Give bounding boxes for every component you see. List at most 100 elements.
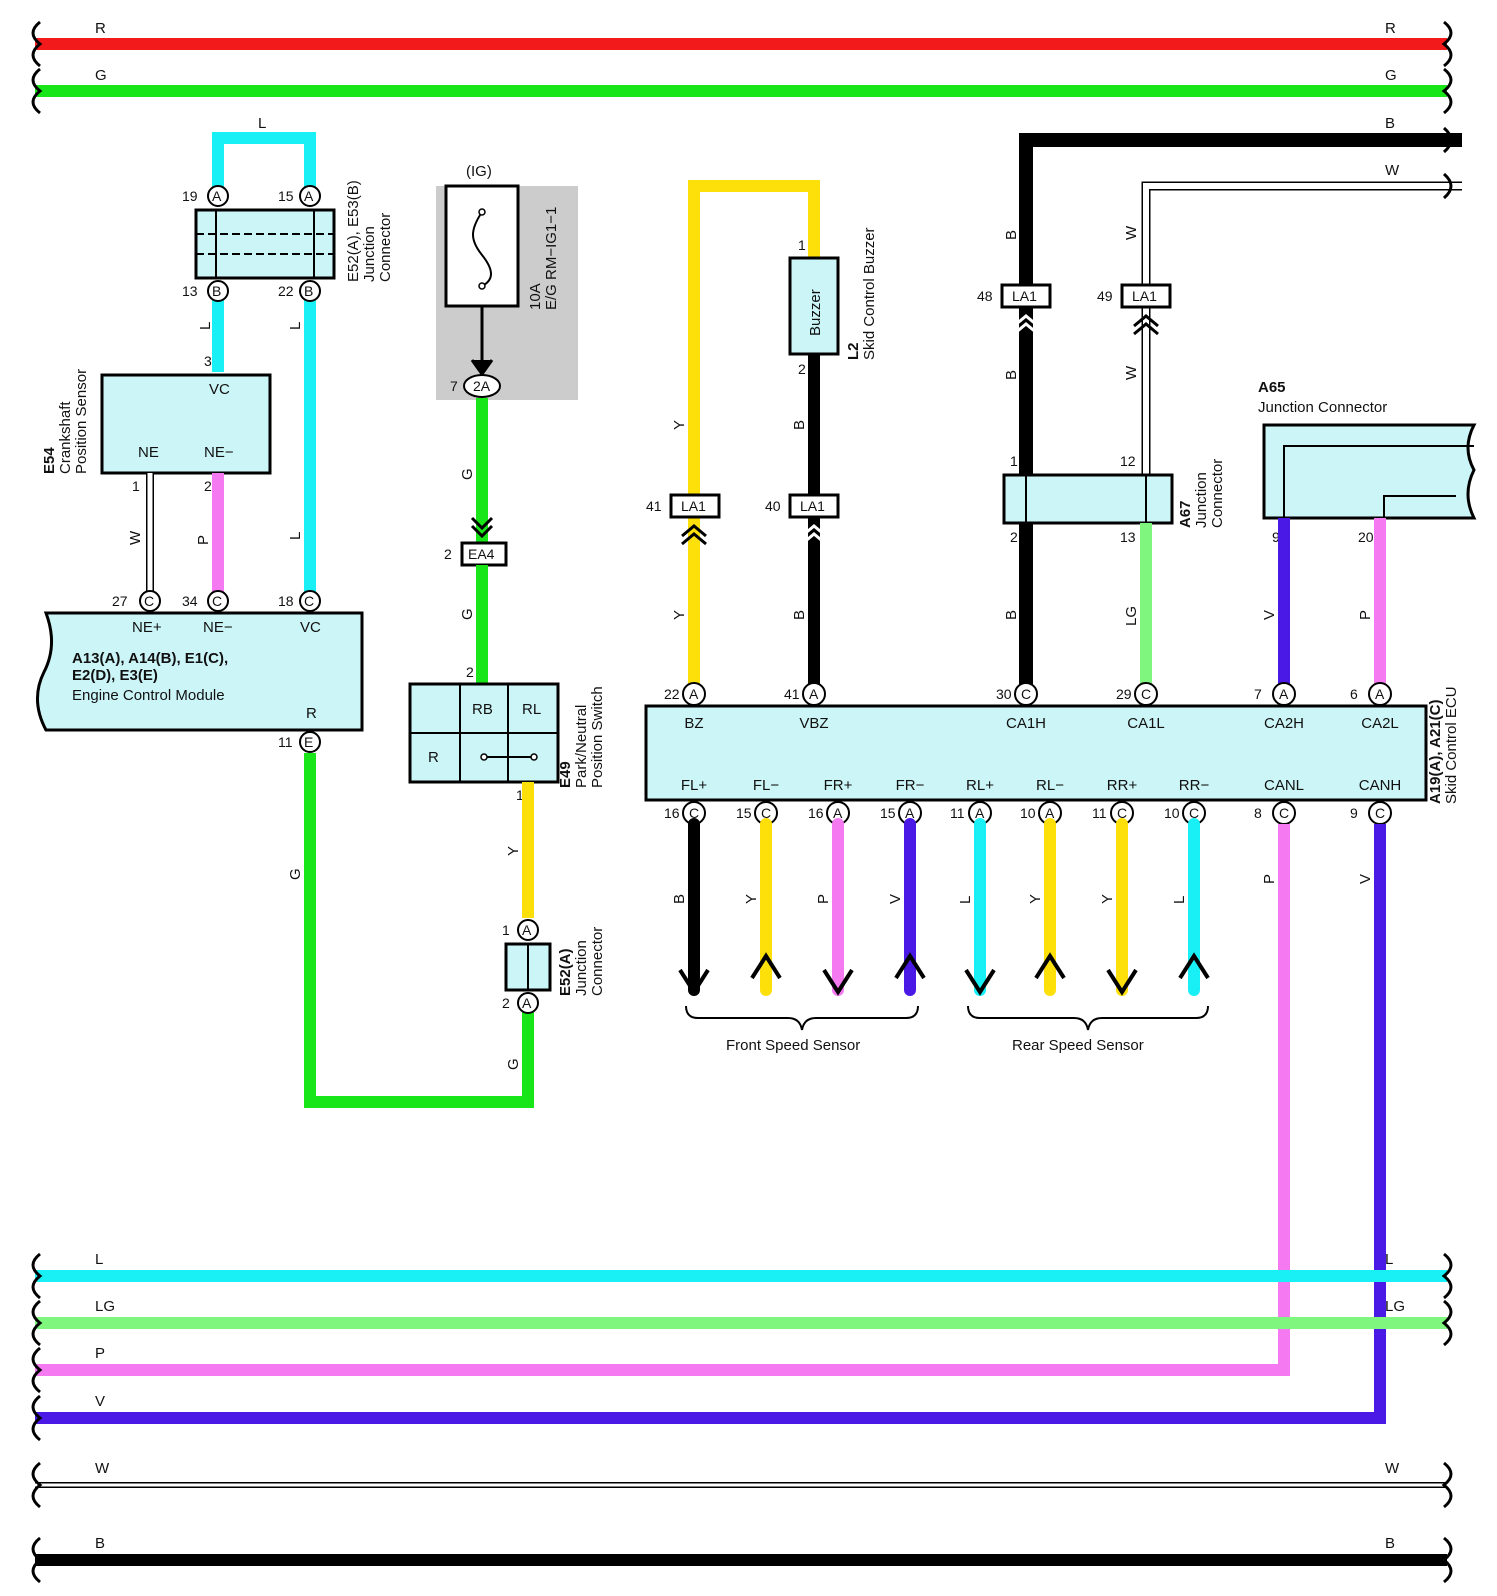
ecu-pin-conn: C <box>1141 686 1151 702</box>
pin-number: 27 <box>112 593 128 609</box>
pin-conn: A <box>304 188 314 204</box>
wire-w-a67 <box>1141 181 1462 475</box>
bus-label-left: LG <box>95 1298 115 1315</box>
wire-label-l-top: L <box>258 115 266 132</box>
e54-name1: Crankshaft <box>57 401 74 474</box>
ecu-pin-number: 15 <box>880 805 896 821</box>
pin-number: 1 <box>516 787 524 803</box>
ecu-pin-conn: A <box>1279 686 1289 702</box>
ecm-terminal-ne-plus: NE+ <box>132 619 162 636</box>
ecu-pin-conn: C <box>1021 686 1031 702</box>
pin-number: 1 <box>798 237 806 253</box>
ecu-pin-conn: A <box>689 686 699 702</box>
ecm-name: Engine Control Module <box>72 687 225 704</box>
e52-e53-name1: Junction <box>361 226 378 282</box>
ecu-pin-conn: C <box>1279 805 1289 821</box>
ecu-pin-conn: A <box>905 805 915 821</box>
ecu-terminal-name: CA2H <box>1264 715 1304 732</box>
rear-sensor-label: Rear Speed Sensor <box>1012 1037 1144 1054</box>
bus-r: R R <box>35 20 1447 50</box>
bus-label-left: L <box>95 1251 103 1268</box>
e52-e53-name2: Connector <box>377 213 394 282</box>
wire-label-lg: LG <box>1123 606 1140 626</box>
wire-b-ca1h <box>1019 133 1462 698</box>
e49-terminal-rb: RB <box>472 701 493 718</box>
fuse-source: (IG) <box>466 163 492 180</box>
wire-label-l-1: L <box>197 322 214 330</box>
ecu-pin-conn: C <box>689 805 699 821</box>
ecu-pin-number: 16 <box>808 805 824 821</box>
ecu-pin-conn: C <box>1117 805 1127 821</box>
ecm-terminal-ne-minus: NE− <box>203 619 233 636</box>
pin-number: 1 <box>132 478 140 494</box>
ecu-pin-number: 15 <box>736 805 752 821</box>
ecu-pin-conn: C <box>1189 805 1199 821</box>
wire-label-y-3: Y <box>671 610 688 620</box>
pin-number: 2 <box>204 478 212 494</box>
bus-break-mark <box>31 1536 43 1584</box>
sensor-arrow <box>1178 952 1210 980</box>
e49-terminal-rl: RL <box>522 701 541 718</box>
bus-g-label-left: G <box>95 67 107 84</box>
ecu-pin-number: 22 <box>664 686 680 702</box>
pin-number: 34 <box>182 593 198 609</box>
pin-conn: B <box>212 283 221 299</box>
connector-ea4: EA4 2 <box>444 541 508 567</box>
ecu-terminal-name: RL− <box>1036 777 1064 794</box>
bus-break-mark <box>1441 1461 1453 1509</box>
wire-label-b-3: B <box>1003 230 1020 240</box>
ecu-terminal-name: CANL <box>1264 777 1304 794</box>
ecu-terminal-name: CA2L <box>1361 715 1399 732</box>
pin-number: 20 <box>1358 529 1374 545</box>
sensor-arrow <box>1106 968 1138 996</box>
bus-r-label-left: R <box>95 20 106 37</box>
ecm-id-line1: A13(A), A14(B), E1(C), <box>72 650 228 667</box>
e52a-name2: Connector <box>589 927 606 996</box>
pin-conn: A <box>522 922 532 938</box>
ecu-pin-number: 10 <box>1164 805 1180 821</box>
pin-number: 15 <box>278 188 294 204</box>
pin-number: 22 <box>278 283 294 299</box>
sensor-arrow <box>822 968 854 996</box>
ecu-terminal-name: FL− <box>753 777 780 794</box>
wire-label-w-3: W <box>1123 365 1140 380</box>
fuse-eg-rm-ig1: 2A 7 (IG) 10A E/G RM−IG1−1 <box>436 163 578 400</box>
bus-label-left: P <box>95 1345 105 1362</box>
a65-name: Junction Connector <box>1258 399 1387 416</box>
bus-label-right: W <box>1385 1460 1400 1477</box>
pin-conn: B <box>304 283 313 299</box>
sensor-arrow <box>678 968 710 996</box>
ecu-terminal-name: VBZ <box>799 715 828 732</box>
ecu-pin-circle <box>802 682 826 706</box>
e54-terminal-ne: NE <box>138 444 159 461</box>
bus-label-right: L <box>1385 1251 1393 1268</box>
a67-name2: Connector <box>1209 459 1226 528</box>
pin-conn: C <box>212 593 222 609</box>
buzzer-inner: Buzzer <box>807 289 824 336</box>
bus-label-left: B <box>95 1535 105 1552</box>
bus-r-label-right: R <box>1385 20 1396 37</box>
sensor-wire-label: Y <box>1027 894 1044 904</box>
a67-name1: Junction <box>1193 472 1210 528</box>
la1-pin: 41 <box>646 498 662 514</box>
a65-id: A65 <box>1258 379 1286 396</box>
wire-label-y-2: Y <box>671 420 688 430</box>
pin-conn: A <box>212 188 222 204</box>
buzzer-id: L2 <box>845 342 862 360</box>
sensor-wire-label: L <box>957 896 974 904</box>
bus-break-marks <box>31 20 1453 115</box>
ecu-id: A19(A), A21(C) <box>1427 700 1444 804</box>
ecu-pin-number: 41 <box>784 686 800 702</box>
e52-e53-id: E52(A), E53(B) <box>345 180 362 282</box>
ecu-pin-number: 9 <box>1350 805 1358 821</box>
ecu-terminal-name: RR− <box>1179 777 1210 794</box>
pin-conn: E <box>304 734 313 750</box>
ecu-pin-number: 29 <box>1116 686 1132 702</box>
e49-terminal-r: R <box>428 749 439 766</box>
ecu-terminal-name: FL+ <box>681 777 708 794</box>
ecu-terminal-name: BZ <box>684 715 703 732</box>
e54-name2: Position Sensor <box>73 369 90 474</box>
